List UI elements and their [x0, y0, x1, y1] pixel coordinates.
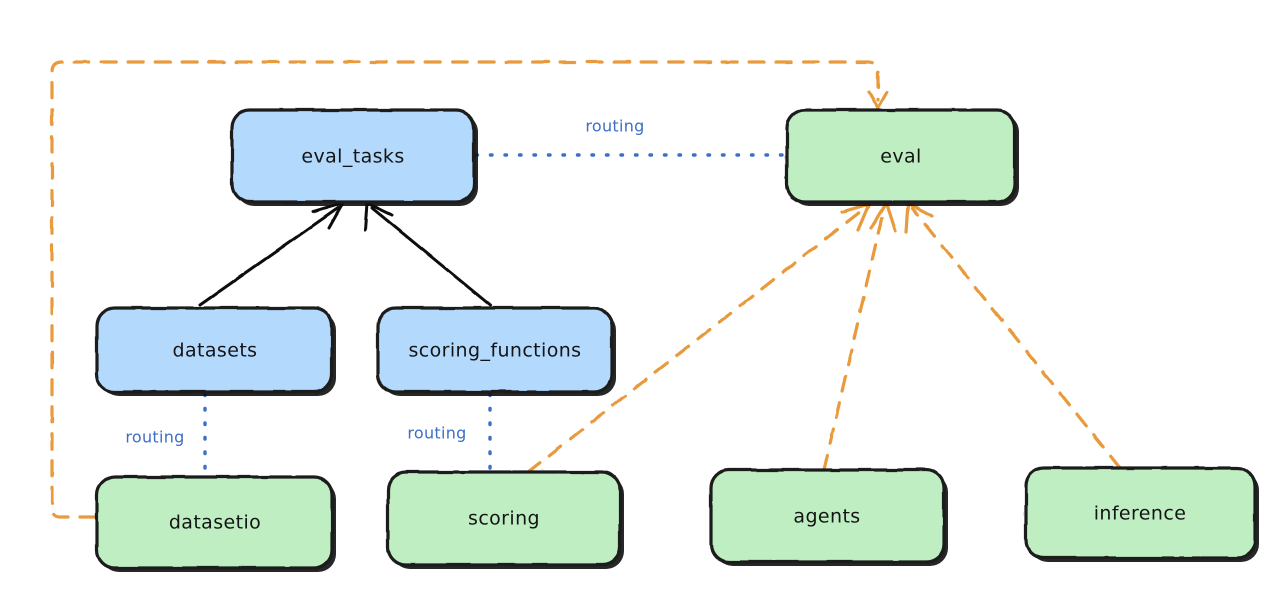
node-datasetio-label: datasetio: [169, 512, 261, 534]
edge-label-routing-scoring-functions: routing: [407, 424, 466, 443]
node-inference[interactable]: inference: [1024, 466, 1259, 562]
node-datasets[interactable]: datasets: [95, 306, 336, 396]
node-eval-tasks-label: eval_tasks: [301, 146, 404, 168]
node-datasets-label: datasets: [173, 340, 258, 362]
edge-datasetio-eval: [50, 60, 889, 519]
edge-inference-eval: [904, 201, 1122, 470]
edge-label-routing-eval-tasks: routing: [585, 117, 644, 136]
node-layer: eval_tasks eval datasets scoring_functio…: [95, 108, 1259, 572]
node-eval-tasks[interactable]: eval_tasks: [230, 108, 478, 206]
edge-label-routing-datasets: routing: [125, 428, 184, 447]
node-eval[interactable]: eval: [785, 108, 1019, 206]
node-scoring[interactable]: scoring: [386, 470, 624, 569]
node-datasetio[interactable]: datasetio: [95, 475, 336, 572]
node-scoring-functions-label: scoring_functions: [409, 340, 582, 362]
node-inference-label: inference: [1094, 503, 1187, 525]
edge-agents-eval: [822, 201, 897, 472]
edge-label-layer: routing routing routing: [125, 117, 644, 447]
node-scoring-functions[interactable]: scoring_functions: [376, 306, 616, 396]
edge-scoring-functions-eval-tasks: [363, 201, 492, 307]
node-scoring-label: scoring: [468, 508, 540, 530]
node-agents[interactable]: agents: [709, 468, 948, 566]
node-eval-label: eval: [880, 146, 921, 168]
node-agents-label: agents: [793, 506, 860, 528]
edge-datasets-eval-tasks: [198, 201, 345, 307]
